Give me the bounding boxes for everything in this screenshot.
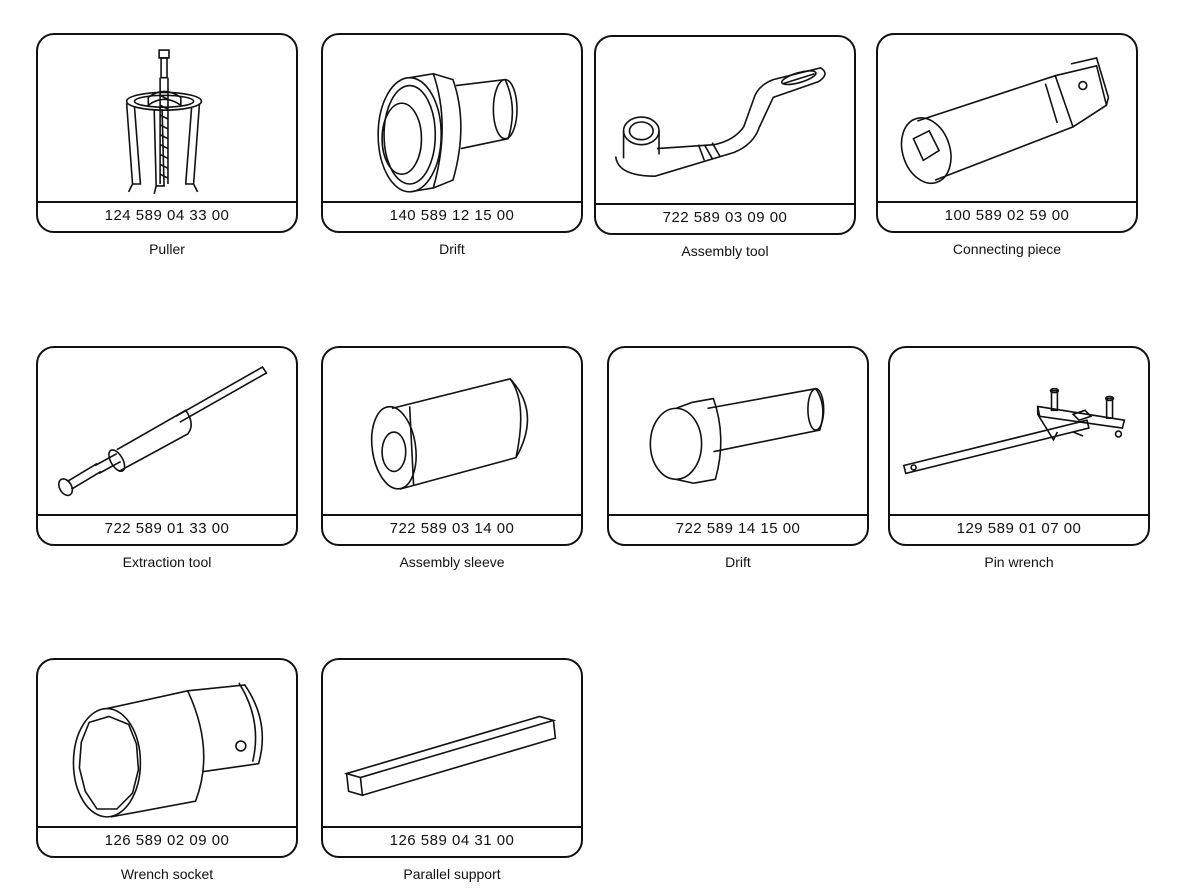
pin-wrench-icon <box>890 348 1148 518</box>
tool-frame: 722 589 01 33 00 <box>36 346 298 546</box>
tool-frame: 126 589 04 31 00 <box>321 658 583 858</box>
part-number: 140 589 12 15 00 <box>323 201 581 231</box>
tool-name: Puller <box>149 241 185 257</box>
connecting-piece-icon <box>878 35 1136 205</box>
tool-name: Assembly sleeve <box>399 554 505 570</box>
tool-frame: 129 589 01 07 00 <box>888 346 1150 546</box>
drift-icon <box>323 35 581 205</box>
puller-icon <box>38 35 296 205</box>
part-number: 722 589 03 09 00 <box>596 203 854 233</box>
extraction-tool-icon <box>38 348 296 518</box>
parallel-support-icon <box>323 660 581 830</box>
tool-name: Extraction tool <box>122 554 212 570</box>
tool-name: Assembly tool <box>681 243 769 259</box>
tool-frame: 126 589 02 09 00 <box>36 658 298 858</box>
assembly-sleeve-icon <box>323 348 581 518</box>
part-number: 126 589 04 31 00 <box>323 826 581 856</box>
tool-frame: 100 589 02 59 00 <box>876 33 1138 233</box>
tool-frame: 124 589 04 33 00 <box>36 33 298 233</box>
part-number: 129 589 01 07 00 <box>890 514 1148 544</box>
tool-frame: 722 589 03 14 00 <box>321 346 583 546</box>
tool-name: Parallel support <box>403 866 501 882</box>
part-number: 100 589 02 59 00 <box>878 201 1136 231</box>
tool-name: Pin wrench <box>984 554 1054 570</box>
tool-frame: 722 589 03 09 00 <box>594 35 856 235</box>
tool-name: Connecting piece <box>952 241 1062 257</box>
wrench-socket-icon <box>38 660 296 830</box>
part-number: 722 589 14 15 00 <box>609 514 867 544</box>
assembly-tool-icon <box>596 37 854 207</box>
tool-frame: 722 589 14 15 00 <box>607 346 869 546</box>
drift-icon <box>609 348 867 518</box>
tool-name: Drift <box>439 241 465 257</box>
part-number: 722 589 01 33 00 <box>38 514 296 544</box>
part-number: 722 589 03 14 00 <box>323 514 581 544</box>
part-number: 126 589 02 09 00 <box>38 826 296 856</box>
tool-name: Wrench socket <box>120 866 214 882</box>
part-number: 124 589 04 33 00 <box>38 201 296 231</box>
tool-frame: 140 589 12 15 00 <box>321 33 583 233</box>
tool-name: Drift <box>725 554 751 570</box>
